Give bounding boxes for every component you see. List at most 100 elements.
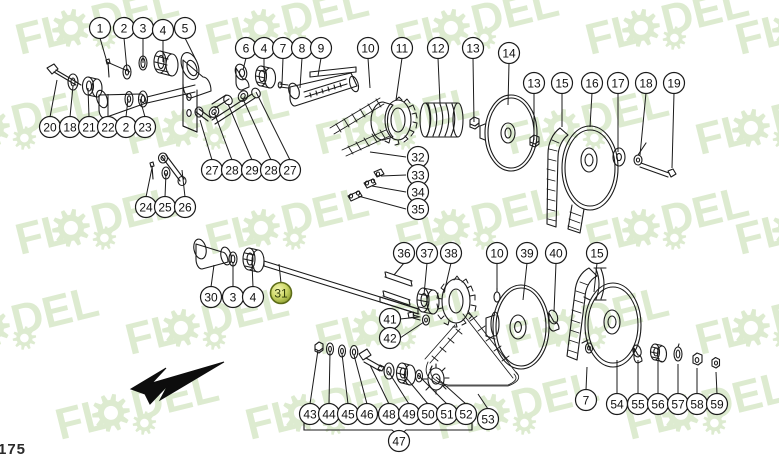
part-43-nut — [314, 341, 324, 354]
callout-label: 7 — [280, 41, 287, 55]
callout-46[interactable]: 46 — [355, 402, 379, 426]
callout-31[interactable]: 31 — [269, 281, 293, 305]
callout-6[interactable]: 6 — [234, 36, 258, 60]
callout-label: 5 — [182, 21, 189, 35]
callout-43[interactable]: 43 — [298, 402, 322, 426]
callout-54[interactable]: 54 — [605, 392, 629, 416]
callout-15[interactable]: 15 — [585, 241, 609, 265]
callout-label: 30 — [204, 290, 218, 304]
callout-label: 51 — [440, 407, 454, 421]
callout-32[interactable]: 32 — [406, 145, 430, 169]
part-9-pin — [309, 66, 357, 78]
callout-label: 58 — [690, 397, 704, 411]
callout-label: 29 — [245, 163, 259, 177]
callout-4[interactable]: 4 — [151, 18, 175, 42]
callout-30[interactable]: 30 — [199, 285, 223, 309]
callout-label: 4 — [261, 41, 268, 55]
callout-28[interactable]: 28 — [220, 158, 244, 182]
callout-42[interactable]: 42 — [378, 326, 402, 350]
callout-11[interactable]: 11 — [390, 36, 414, 60]
callout-39[interactable]: 39 — [515, 241, 539, 265]
callout-52[interactable]: 52 — [454, 402, 478, 426]
callout-1[interactable]: 1 — [88, 16, 112, 40]
callout-33[interactable]: 33 — [406, 163, 430, 187]
callout-51[interactable]: 51 — [435, 402, 459, 426]
callout-29[interactable]: 29 — [240, 158, 264, 182]
part-36-pin-a — [384, 271, 413, 287]
callout-57[interactable]: 57 — [666, 392, 690, 416]
callout-4[interactable]: 4 — [241, 285, 265, 309]
callout-26[interactable]: 26 — [173, 195, 197, 219]
callout-36[interactable]: 36 — [392, 241, 416, 265]
callout-label: 28 — [264, 163, 278, 177]
callout-18[interactable]: 18 — [634, 71, 658, 95]
callout-19[interactable]: 19 — [662, 71, 686, 95]
callout-9[interactable]: 9 — [309, 36, 333, 60]
callout-16[interactable]: 16 — [580, 71, 604, 95]
callout-13[interactable]: 13 — [461, 36, 485, 60]
callout-22[interactable]: 22 — [96, 115, 120, 139]
callout-2[interactable]: 2 — [114, 115, 138, 139]
callout-7[interactable]: 7 — [271, 36, 295, 60]
callout-40[interactable]: 40 — [544, 241, 568, 265]
callout-7[interactable]: 7 — [574, 388, 598, 412]
callout-49[interactable]: 49 — [397, 402, 421, 426]
callout-leader-24 — [145, 167, 153, 198]
callout-17[interactable]: 17 — [606, 71, 630, 95]
callout-24[interactable]: 24 — [134, 195, 158, 219]
callout-23[interactable]: 23 — [133, 115, 157, 139]
callout-12[interactable]: 12 — [426, 36, 450, 60]
callout-leader-20 — [49, 79, 58, 118]
callout-44[interactable]: 44 — [317, 402, 341, 426]
callout-label: 25 — [158, 200, 172, 214]
callout-label: 44 — [322, 407, 336, 421]
part-11-sprocket — [370, 96, 418, 146]
part-26-linkage — [157, 152, 187, 187]
callout-10[interactable]: 10 — [485, 241, 509, 265]
callout-38[interactable]: 38 — [439, 241, 463, 265]
callout-56[interactable]: 56 — [646, 392, 670, 416]
callout-21[interactable]: 21 — [77, 115, 101, 139]
callout-34[interactable]: 34 — [406, 180, 430, 204]
callout-45[interactable]: 45 — [336, 402, 360, 426]
callout-47[interactable]: 47 — [387, 429, 411, 453]
callout-55[interactable]: 55 — [626, 392, 650, 416]
callout-35[interactable]: 35 — [406, 197, 430, 221]
callout-leader-53 — [477, 393, 489, 410]
callout-10[interactable]: 10 — [356, 36, 380, 60]
callout-48[interactable]: 48 — [377, 402, 401, 426]
callout-37[interactable]: 37 — [415, 241, 439, 265]
part-50-bearing — [395, 362, 417, 386]
callout-53[interactable]: 53 — [476, 407, 500, 431]
callout-58[interactable]: 58 — [685, 392, 709, 416]
callout-3[interactable]: 3 — [221, 285, 245, 309]
part-30-tube — [193, 238, 232, 270]
callout-4[interactable]: 4 — [252, 36, 276, 60]
callout-27[interactable]: 27 — [200, 158, 224, 182]
callout-15[interactable]: 15 — [550, 71, 574, 95]
callout-14[interactable]: 14 — [497, 41, 521, 65]
callout-label: 43 — [303, 407, 317, 421]
callout-2[interactable]: 2 — [112, 16, 136, 40]
callout-5[interactable]: 5 — [173, 16, 197, 40]
callout-18[interactable]: 18 — [58, 115, 82, 139]
callout-label: 31 — [274, 286, 288, 300]
callout-label: 49 — [402, 407, 416, 421]
callout-label: 55 — [631, 397, 645, 411]
callout-59[interactable]: 59 — [705, 392, 729, 416]
page-number: 175 — [0, 441, 27, 454]
callout-20[interactable]: 20 — [38, 115, 62, 139]
callout-leader-30 — [210, 264, 215, 288]
callout-27[interactable]: 27 — [278, 158, 302, 182]
callout-50[interactable]: 50 — [416, 402, 440, 426]
callout-leader-34 — [371, 185, 407, 193]
callout-8[interactable]: 8 — [290, 36, 314, 60]
callout-41[interactable]: 41 — [378, 307, 402, 331]
callout-28[interactable]: 28 — [259, 158, 283, 182]
part-8-shaft — [288, 72, 360, 107]
callout-leader-2 — [123, 37, 128, 71]
callout-3[interactable]: 3 — [131, 16, 155, 40]
callout-13[interactable]: 13 — [522, 71, 546, 95]
callout-25[interactable]: 25 — [153, 195, 177, 219]
callout-label: 19 — [667, 76, 681, 90]
